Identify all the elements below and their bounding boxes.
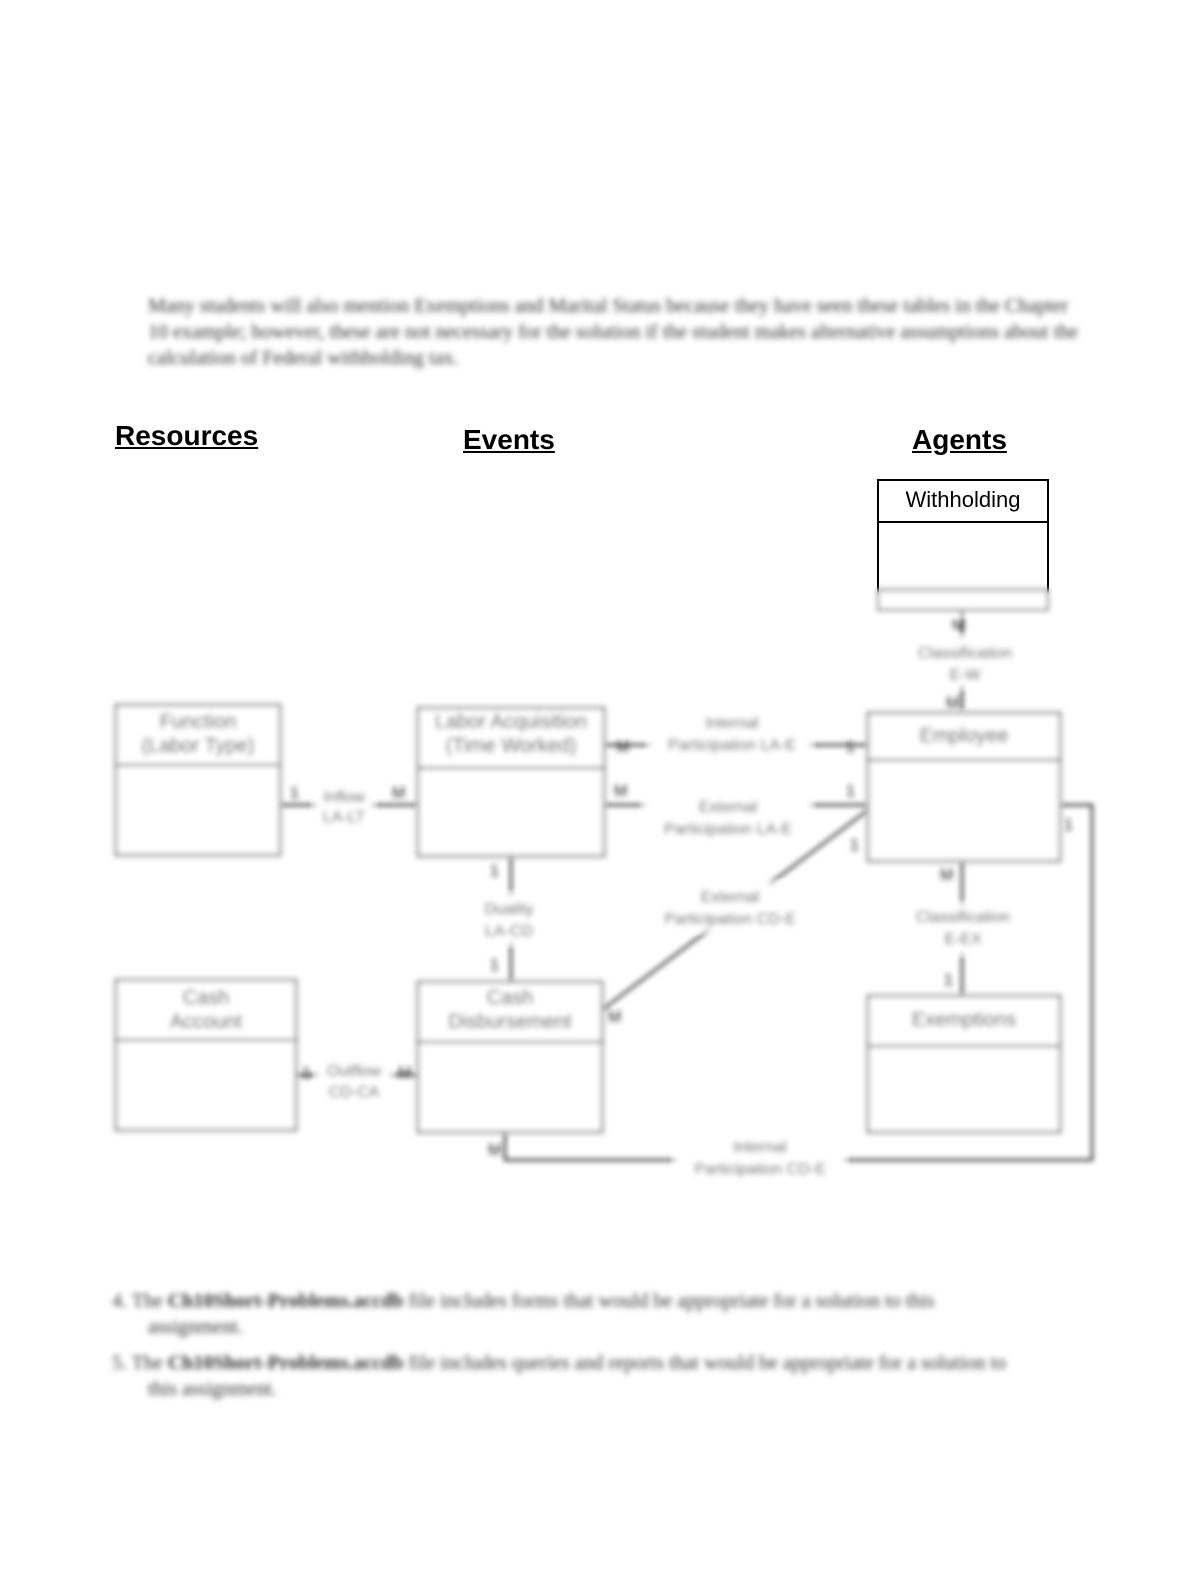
card-internal-cd-cd: M [488, 1142, 501, 1159]
entity-cash-account: Cash Account [115, 979, 297, 1131]
card-outflow-right: M [398, 1065, 411, 1082]
entity-function-title-2: (Labor Type) [141, 735, 254, 757]
note-5-pre: The [131, 1352, 163, 1374]
entity-labor-acquisition: Labor Acquisition (Time Worked) [417, 707, 605, 857]
events-heading: Events [463, 424, 555, 455]
entity-withholding: Withholding [877, 479, 1049, 603]
entity-function-title-1: Function [160, 711, 237, 733]
card-ew-bottom: M [946, 695, 959, 712]
card-ew-top: M [952, 617, 965, 634]
entity-function: Function (Labor Type) [115, 704, 281, 856]
entity-exemptions-title: Exemptions [912, 1009, 1017, 1031]
entity-labor-title-2: (Time Worked) [445, 735, 576, 757]
rel-internal-la-1: Internal [705, 715, 758, 732]
card-outflow-left: 1 [302, 1065, 311, 1082]
card-internal-la-right: 1 [846, 739, 855, 756]
card-duality-top: 1 [490, 863, 499, 880]
rel-classification-ew-1: Classification [918, 645, 1012, 662]
rel-outflow-2: CD-CA [329, 1084, 380, 1101]
entity-withholding-title: Withholding [906, 487, 1021, 512]
rel-classification-ew-2: E-W [949, 667, 981, 684]
entity-cash-account-title-2: Account [170, 1011, 243, 1033]
entity-cash-disb-title-1: Cash [487, 987, 534, 1009]
rel-classification-eex-1: Classification [916, 909, 1010, 926]
card-inflow-left: 1 [290, 785, 299, 802]
rel-outflow-1: Outflow [327, 1063, 382, 1080]
card-external-la-right: 1 [846, 783, 855, 800]
entity-exemptions: Exemptions [867, 995, 1061, 1133]
entity-labor-title-1: Labor Acquisition [435, 711, 587, 733]
note-5-cont: this assignment. [148, 1378, 277, 1400]
card-inflow-right: M [392, 785, 405, 802]
card-eex-top: M [940, 867, 953, 884]
card-eex-bottom: 1 [944, 972, 953, 989]
rel-internal-la-2: Participation LA-E [668, 737, 796, 754]
card-internal-cd-emp: 1 [1064, 817, 1073, 834]
note-5-rest: file includes queries and reports that w… [408, 1352, 1007, 1374]
entity-employee: Employee [867, 712, 1061, 862]
rel-duality-1: Duality [485, 901, 534, 918]
note-5-file: Ch10Short-Problems.accdb [167, 1352, 404, 1374]
rel-external-cd-2: Participation CD-E [664, 911, 796, 928]
intro-paragraph: Many students will also mention Exemptio… [148, 295, 1079, 369]
rel-internal-cd-1: Internal [733, 1139, 786, 1156]
diagram-blurred-body: Function (Labor Type) Labor Acquisition … [115, 589, 1093, 1182]
rel-internal-cd-2: Participation CD-E [694, 1161, 826, 1178]
note-5-number: 5. [112, 1352, 127, 1374]
rel-external-cd-1: External [701, 889, 760, 906]
card-internal-la-left: M [616, 739, 629, 756]
resources-heading: Resources [115, 420, 259, 451]
card-external-cd-cd: M [608, 1009, 621, 1026]
card-external-la-left: M [614, 783, 627, 800]
agents-heading: Agents [912, 424, 1007, 455]
rel-inflow-1: Inflow [323, 789, 365, 806]
rel-external-la-1: External [699, 799, 758, 816]
rel-duality-2: LA-CD [485, 923, 533, 940]
card-duality-bottom: 1 [490, 957, 499, 974]
entity-cash-account-title-1: Cash [183, 987, 230, 1009]
entity-employee-title: Employee [920, 725, 1009, 747]
rel-inflow-2: LA-LT [323, 809, 366, 826]
note-4-cont: assignment. [148, 1316, 243, 1338]
entity-cash-disb-title-2: Disbursement [448, 1011, 572, 1033]
note-4-rest: file includes forms that would be approp… [408, 1290, 935, 1312]
note-4-number: 4. [112, 1290, 127, 1312]
rel-external-la-2: Participation LA-E [664, 821, 792, 838]
note-5: 5. The Ch10Short-Problems.accdb file inc… [112, 1350, 1092, 1402]
rel-classification-eex-2: E-EX [944, 931, 982, 948]
note-4: 4. The Ch10Short-Problems.accdb file inc… [112, 1288, 1092, 1340]
card-external-cd-emp: 1 [850, 837, 859, 854]
entity-cash-disbursement: Cash Disbursement [417, 981, 603, 1133]
note-4-file: Ch10Short-Problems.accdb [167, 1290, 404, 1312]
note-4-pre: The [131, 1290, 163, 1312]
